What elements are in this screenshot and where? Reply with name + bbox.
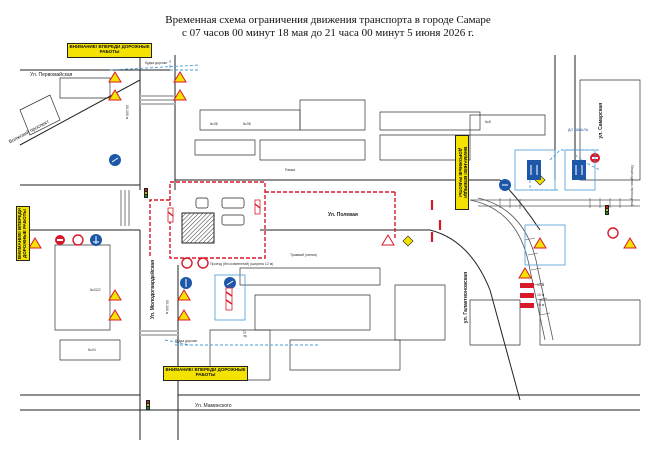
street-label-molodogvardeyskaya: Ул. Молодогвардейская [150, 260, 156, 319]
building [469, 299, 521, 346]
budka-label-top: будка дорожн [145, 61, 168, 65]
work-vehicles [195, 197, 245, 226]
frame-label: Рамка [285, 168, 296, 172]
plate-distance: 10 м [537, 303, 545, 307]
building [209, 329, 271, 381]
striped-bollards [167, 199, 261, 311]
building-number: №8 [485, 120, 491, 124]
road-edges [19, 55, 640, 440]
street-label-parvomaiskaya: Ул. Первомайская [30, 72, 73, 78]
street-label-maminskogo: Ул. Маминского [195, 403, 232, 409]
right-plates [520, 283, 534, 308]
building [379, 134, 471, 161]
warning-plate-right: ВНИМАНИЕ! ВПЕРЕДИ ДОРОЖНЫЕ РАБОТЫ [455, 135, 469, 210]
barrier-line [149, 181, 396, 259]
rail-ties [499, 198, 621, 316]
diamond-sign-icon [402, 174, 546, 247]
warning-plate-bottom: ВНИМАНИЕ! ВПЕРЕДИ ДОРОЖНЫЕ РАБОТЫ [163, 366, 248, 381]
street-label-polevaya: Ул. Полевая [328, 212, 358, 218]
barrier-posts [430, 200, 442, 242]
distance-label: 50-100 м [165, 300, 169, 315]
distance-label: 50-100 м [125, 105, 129, 120]
excavation-area [181, 212, 215, 244]
building [469, 114, 546, 136]
building [539, 299, 641, 346]
building-outlines [19, 77, 641, 381]
detour-route [109, 60, 601, 346]
building [259, 139, 366, 161]
street-label-samarskaya: ул. Самарская [598, 103, 604, 139]
building-number: №57 [243, 330, 247, 338]
scheme-title-line1: Временная схема ограничения движения тра… [165, 14, 491, 26]
passage-label: Проезд (без изменений) (ширина 12 м) [210, 262, 274, 266]
building-number: №32/2 [90, 288, 101, 292]
sign-frames [214, 149, 596, 321]
street-label-galaktionovskaya: ул. Галактионовская [463, 272, 469, 324]
budka-label-bottom: будка дорожн [175, 339, 198, 343]
building [19, 94, 61, 136]
mandatory-direction-signs [90, 154, 586, 289]
tram-rail [469, 197, 640, 341]
building [54, 244, 111, 331]
building-number: №24 [88, 348, 96, 352]
building [194, 139, 256, 156]
pedestrian-label: Пешеходная-переходный [630, 165, 634, 207]
tram-line-label: Трамвай (линия) [290, 253, 318, 257]
warning-plate-top: ВНИМАНИЕ! ВПЕРЕДИ ДОРОЖНЫЕ РАБОТЫ [67, 43, 152, 58]
building [299, 99, 366, 131]
roadworks-signs [28, 71, 637, 321]
building-number: №38 [243, 122, 251, 126]
crosswalks [120, 95, 178, 336]
building [199, 109, 301, 131]
building [59, 339, 121, 361]
plate-distance: 10 м [537, 293, 545, 297]
building [59, 77, 111, 99]
start-label: ДО НАЧАЛА [568, 128, 589, 132]
warning-plate-left: ВНИМАНИЕ! ВПЕРЕДИ ДОРОЖНЫЕ РАБОТЫ [16, 206, 30, 261]
roadwork-triangle-icon [28, 71, 637, 321]
building [379, 111, 481, 131]
scheme-title-line2: с 07 часов 00 минут 18 мая до 21 часа 00… [181, 27, 474, 39]
building-number: №36 [210, 122, 218, 126]
building [394, 284, 446, 341]
building [239, 267, 381, 286]
plate-distance: 10 м [537, 283, 545, 287]
building [289, 339, 401, 371]
traffic-lights [20, 188, 609, 410]
building [254, 294, 371, 331]
building [579, 79, 641, 181]
